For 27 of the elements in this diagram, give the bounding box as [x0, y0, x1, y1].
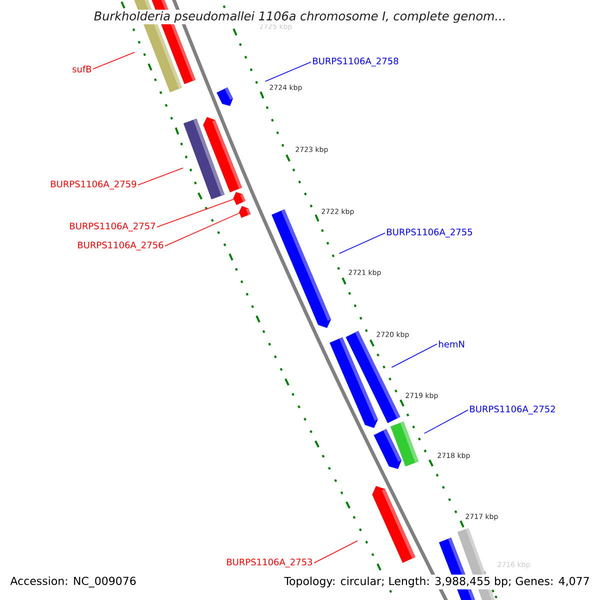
gene-label: BURPS1106A_2757: [70, 222, 156, 232]
info-text: Topology: circular; Length: 3,988,455 bp; Genes: 4,077: [282, 574, 592, 590]
title: Burkholderia pseudomallei 1106a chromosome I, complete genom...: [92, 10, 508, 24]
leader-line: [314, 540, 358, 564]
leader-line: [338, 232, 386, 254]
leader-line: [424, 410, 468, 434]
info-text: Accession: NC_009076: [8, 574, 138, 590]
gene-label: BURPS1106A_2758: [313, 58, 398, 66]
gene-label: BURPS1106A_2753: [227, 558, 312, 568]
gene-label: BURPS1106A_2752: [470, 406, 555, 414]
gene-label: sufB: [72, 66, 92, 72]
leader-line: [391, 344, 438, 368]
leader-line: [264, 62, 312, 82]
gene-label: BURPS1106A_2759: [51, 180, 136, 190]
gene-block: [390, 422, 419, 466]
gene-block: [239, 206, 251, 218]
gene-block: [372, 486, 416, 563]
gene-label: BURPS1106A_2756: [78, 242, 164, 250]
gene-label: BURPS1106A_2755: [387, 228, 472, 238]
gene-label: hemN: [439, 340, 464, 348]
gene-block: [233, 192, 246, 206]
leader-line: [92, 52, 136, 70]
gene-block: [216, 87, 233, 106]
leader-line: [164, 212, 242, 246]
leader-line: [138, 168, 184, 186]
gene-block: [203, 117, 242, 192]
leader-line: [156, 198, 236, 228]
